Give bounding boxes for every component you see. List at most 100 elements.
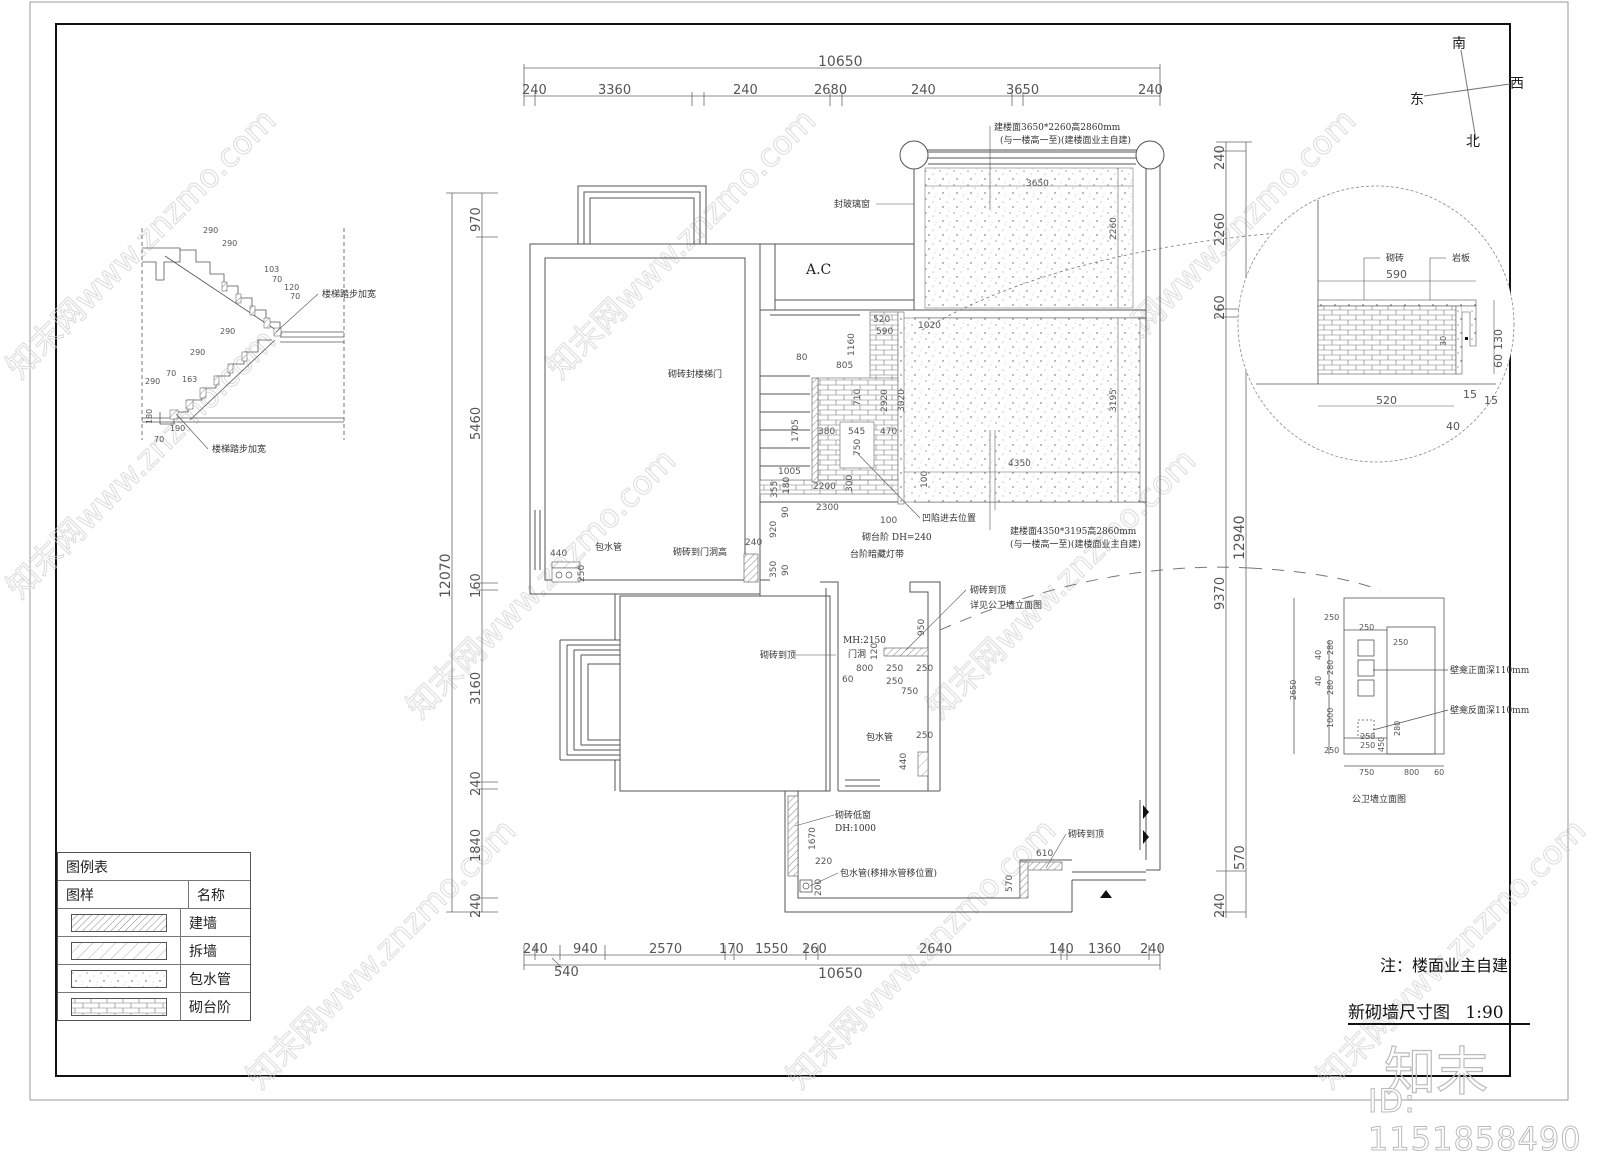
annotation: (与一楼高一至)(建楼面业主自建) <box>1010 538 1141 550</box>
watermark-brand: 知末 <box>1383 1042 1489 1103</box>
counter-slab-label: 岩板 <box>1452 252 1470 264</box>
dim-label: 60 <box>1434 768 1444 777</box>
dim-label: 290 <box>203 226 218 235</box>
dim-label: 90 <box>781 564 791 576</box>
dim-label: 440 <box>899 753 909 770</box>
annotation: 台阶暗藏灯带 <box>850 548 904 560</box>
compass-west: 西 <box>1510 76 1524 92</box>
dim-label: 570 <box>1233 845 1248 870</box>
annotation: 建楼面4350*3195高2860mm <box>1010 525 1137 537</box>
annotation: DH:1000 <box>835 824 876 834</box>
dim-label: 80 <box>796 353 808 363</box>
dim-label: 920 <box>769 521 779 538</box>
dim-label: 40 <box>1314 676 1323 686</box>
dim-label: 350 <box>769 561 779 578</box>
dim-label: 190 <box>170 424 185 433</box>
annotation: 详见公卫墙立面图 <box>970 599 1042 611</box>
counter-brick-label: 砌砖 <box>1386 252 1404 264</box>
dim-label: 240 <box>522 83 547 98</box>
compass-east: 东 <box>1410 92 1424 108</box>
dim-label: 1000 <box>1326 708 1335 728</box>
dim-label: 240 <box>1213 893 1228 918</box>
stair-label-bottom: 楼梯踏步加宽 <box>212 443 266 455</box>
annotation: 封玻璃窗 <box>834 198 870 210</box>
annotation: 包水管(移排水管移位置) <box>840 867 937 879</box>
bath-wall-elevation <box>1293 597 1449 767</box>
annotation: 砌砖到顶 <box>1068 828 1104 840</box>
dim-label: 805 <box>836 361 853 371</box>
dim-label: 70 <box>154 435 164 444</box>
water-pipe-box <box>799 879 813 893</box>
dim-label: 290 <box>220 327 235 336</box>
dim-label: 250 <box>1359 623 1374 632</box>
dim-label: 15 <box>1484 394 1498 407</box>
dim-label: 1550 <box>755 942 788 957</box>
dim-label: 1705 <box>791 419 801 442</box>
dim-label: 540 <box>554 965 579 980</box>
left-dimension-chain <box>446 192 498 913</box>
dim-label: 240 <box>733 83 758 98</box>
new-wall <box>883 647 929 657</box>
dim-label: 240 <box>745 538 762 548</box>
bottom-dimension-chain <box>523 945 1161 970</box>
counter-detail <box>1237 185 1515 463</box>
dim-label: 90 <box>781 506 791 518</box>
dim-label: 3360 <box>598 83 631 98</box>
dim-label: 450 <box>1377 737 1386 752</box>
drawing-note: 注：楼面业主自建 <box>1380 956 1509 975</box>
dim-label: 2260 <box>1109 217 1119 240</box>
dim-label: 3020 <box>897 389 907 412</box>
dim-label: 9370 <box>1213 577 1228 610</box>
dim-label: 260 <box>802 942 827 957</box>
dim-label: 120 <box>284 283 299 292</box>
dim-label: 950 <box>917 619 927 636</box>
dim-label: 250 <box>886 664 903 674</box>
dim-label: 240 <box>523 942 548 957</box>
dim-label: 130 <box>1492 329 1505 350</box>
dense-hatch-swatch-icon <box>71 913 167 932</box>
floor-slab-lower <box>899 317 1141 503</box>
dim-label: 290 <box>190 348 205 357</box>
dim-label: 610 <box>1036 849 1053 859</box>
legend-item-name: 砌台阶 <box>189 999 231 1016</box>
left-total-dim: 12070 <box>438 553 454 598</box>
dim-label: 70 <box>272 275 282 284</box>
dim-label: 520 <box>873 315 890 325</box>
legend-row: 包水管 <box>58 964 250 992</box>
legend-item-name: 建墙 <box>189 915 217 932</box>
dim-label: 15 <box>1463 388 1477 401</box>
dim-label: 240 <box>1213 145 1228 170</box>
dim-label: 60 <box>1492 354 1505 368</box>
water-pipe-box <box>551 561 581 569</box>
dim-label: 250 <box>1360 732 1375 741</box>
dim-label: 940 <box>573 942 598 957</box>
floor-slab-upper <box>924 167 1134 309</box>
dim-label: 240 <box>469 893 484 918</box>
dim-label: 1360 <box>1088 942 1121 957</box>
dim-label: 4350 <box>1008 459 1031 469</box>
stair-label-top: 楼梯踏步加宽 <box>322 288 376 300</box>
dim-label: 750 <box>853 439 863 456</box>
dim-label: 60 <box>842 675 854 685</box>
dim-label: 970 <box>469 207 484 232</box>
dim-label: 260 <box>1213 295 1228 320</box>
dim-label: 240 <box>469 771 484 796</box>
compass-north: 北 <box>1466 134 1480 150</box>
sparse-hatch-swatch-icon <box>71 941 167 960</box>
dim-label: 710 <box>853 389 863 406</box>
legend-item-name: 拆墙 <box>189 943 217 960</box>
legend-col-name: 名称 <box>197 887 225 904</box>
dim-label: 200 <box>814 879 824 896</box>
annotation: MH:2150 <box>843 636 886 646</box>
legend-row: 建墙 <box>58 908 250 936</box>
dim-label: 3650 <box>1006 83 1039 98</box>
water-pipe-box <box>917 751 929 777</box>
annotation: 建楼面3650*2260高2860mm <box>994 121 1121 133</box>
dim-label: 2650 <box>1289 680 1298 700</box>
dim-label: 440 <box>550 549 567 559</box>
dim-label: 250 <box>1324 746 1339 755</box>
brick-swatch-icon <box>71 997 167 1016</box>
dim-label: 380 <box>818 427 835 437</box>
legend-row: 拆墙 <box>58 936 250 964</box>
